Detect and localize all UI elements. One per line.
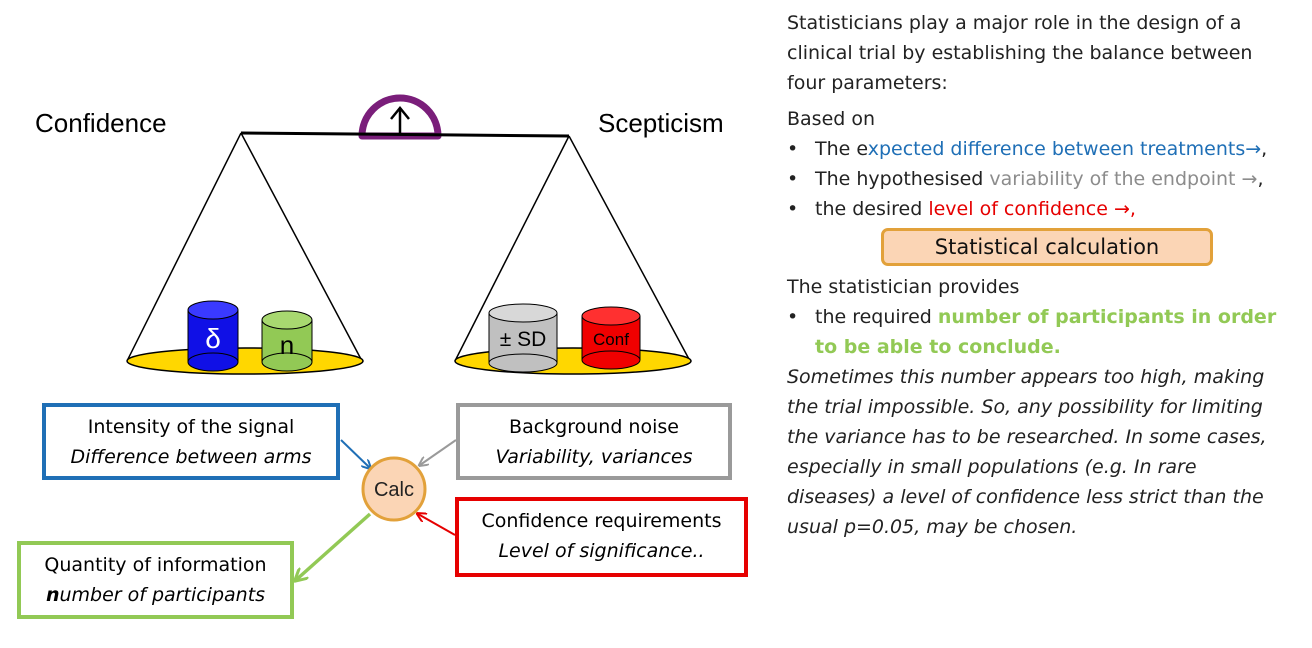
quantity-information-title: Quantity of information: [44, 554, 267, 576]
list-item-text: the required: [815, 306, 938, 328]
signal-arrow: [340, 439, 370, 468]
intro-paragraph: Statisticians play a major role in the d…: [787, 12, 1253, 94]
pivot-gauge: [358, 94, 442, 140]
bullet-dot: •: [787, 168, 799, 190]
information-arrow: [296, 512, 372, 580]
left-pan: [126, 347, 364, 375]
list-item-text: The e: [815, 138, 868, 160]
statistical-calculation-button[interactable]: Statistical calculation: [881, 228, 1213, 266]
balance-scale-diagram: δ n ± SD Conf Calc: [126, 94, 692, 648]
confidence-requirements-box: Confidence requirements Level of signifi…: [455, 497, 748, 577]
right-pan-strings: [454, 135, 691, 362]
variability-text: variability of the endpoint →: [989, 168, 1258, 190]
confidence-label: Confidence: [35, 108, 167, 138]
background-noise-box: Background noise Variability, variances: [456, 403, 732, 480]
signal-intensity-box: Intensity of the signal Difference betwe…: [42, 403, 340, 480]
list-item-tail: ,: [1257, 168, 1264, 190]
delta-weight: δ: [187, 300, 239, 372]
quantity-information-subtitle: number of participants: [21, 580, 290, 610]
background-noise-subtitle: Variability, variances: [495, 446, 693, 468]
bullet-dot: •: [787, 138, 799, 160]
conf-weight: Conf: [581, 306, 641, 370]
calc-node: Calc: [361, 456, 427, 522]
provides-label: The statistician provides: [787, 276, 1020, 298]
bullet-dot: •: [787, 198, 799, 220]
list-item: • the required number of participants in …: [787, 302, 1287, 362]
left-pan-strings: [126, 132, 363, 362]
delta-weight-label: δ: [205, 323, 221, 354]
quantity-information-rest: umber of participants: [59, 584, 266, 606]
bullet-dot: •: [787, 306, 799, 328]
parameter-list: • The expected difference between treatme…: [787, 134, 1287, 224]
list-item-text: The hypothesised: [815, 168, 990, 190]
confidence-arrow: [418, 514, 456, 536]
sd-weight-label: ± SD: [500, 328, 547, 351]
quantity-information-box: Quantity of information number of partic…: [17, 541, 294, 619]
expected-difference-text: xpected difference between treatments→: [867, 138, 1262, 160]
background-noise-title: Background noise: [509, 416, 679, 438]
calc-node-label: Calc: [374, 479, 414, 501]
quantity-information-n: n: [45, 584, 60, 606]
scepticism-label: Scepticism: [598, 108, 724, 138]
n-weight: n: [261, 310, 313, 372]
confidence-level-text: level of confidence →,: [928, 198, 1136, 220]
list-item: • The expected difference between treatme…: [787, 134, 1287, 164]
confidence-requirements-title: Confidence requirements: [481, 510, 722, 532]
signal-intensity-title: Intensity of the signal: [87, 416, 295, 438]
sd-weight: ± SD: [488, 303, 558, 373]
conf-weight-label: Conf: [593, 330, 629, 349]
confidence-requirements-subtitle: Level of significance..: [498, 540, 705, 562]
based-on-label: Based on: [787, 108, 876, 130]
note-paragraph: Sometimes this number appears too high, …: [787, 366, 1267, 538]
signal-intensity-subtitle: Difference between arms: [70, 446, 312, 468]
participants-number-text: number of participants in order to be ab…: [815, 306, 1277, 358]
list-item-tail: ,: [1261, 138, 1268, 160]
provides-list: • the required number of participants in …: [787, 302, 1287, 362]
list-item: • the desired level of confidence →,: [787, 194, 1287, 224]
list-item-text: the desired: [815, 198, 929, 220]
explanation-panel: Statisticians play a major role in the d…: [787, 8, 1287, 542]
list-item: • The hypothesised variability of the end…: [787, 164, 1287, 194]
n-weight-label: n: [280, 330, 294, 360]
scale-beam: [240, 131, 570, 138]
noise-arrow: [420, 439, 457, 465]
